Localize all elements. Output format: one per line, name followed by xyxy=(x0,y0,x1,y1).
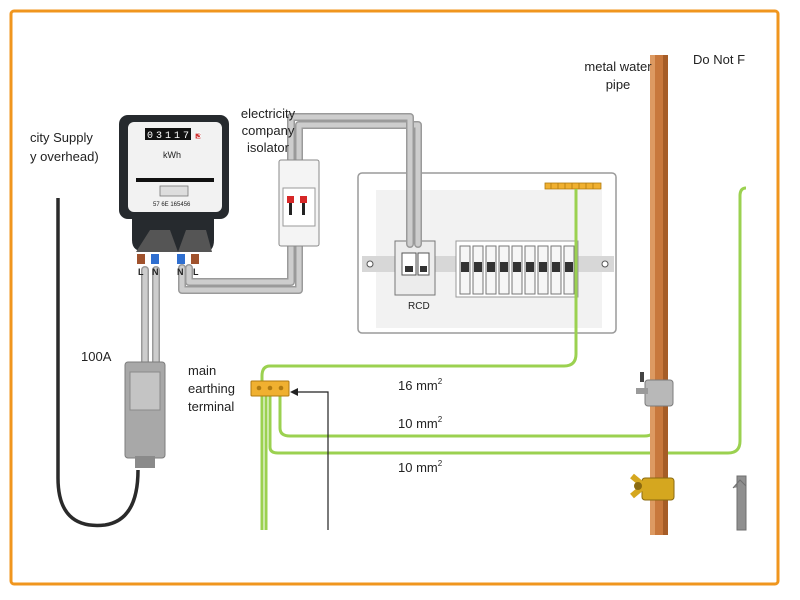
terminal-pointer-arrow xyxy=(290,388,329,530)
wire-size-16-value: 16 mm xyxy=(398,378,438,393)
earthing-label-line3: terminal xyxy=(188,399,234,414)
terminal-label-n2: N xyxy=(177,267,184,277)
meter-digit: 7 xyxy=(183,131,189,142)
wire-size-10a-sup: 2 xyxy=(438,415,443,424)
wire-size-16-sup: 2 xyxy=(438,377,443,386)
meter-digit: 1 xyxy=(174,131,180,142)
mcb-row xyxy=(455,240,579,298)
meter-digit-red: 3 xyxy=(196,131,201,141)
electricity-meter-icon: ■ xyxy=(119,115,229,264)
meter-reading: 0 3 1 1 7 3 xyxy=(147,131,201,142)
do-not-label: Do Not F xyxy=(693,52,745,67)
valve-handle-icon xyxy=(630,473,675,501)
wire-size-16: 16 mm2 xyxy=(398,377,443,393)
earthing-label-line2: earthing xyxy=(188,381,235,396)
meter-tails xyxy=(141,113,422,376)
earth-bar xyxy=(544,182,602,190)
meter-digit: 1 xyxy=(165,131,171,142)
isolator-label-line3: isolator xyxy=(247,140,290,155)
wire-size-10b-value: 10 mm xyxy=(398,460,438,475)
meter-serial: 57 6E 165456 xyxy=(153,202,191,208)
svg-text:■: ■ xyxy=(195,131,201,142)
wire-size-10a-value: 10 mm xyxy=(398,416,438,431)
meter-digit: 3 xyxy=(156,131,162,142)
water-pipe-icon xyxy=(650,55,668,535)
earth-wires xyxy=(260,186,747,530)
main-earthing-terminal xyxy=(250,380,290,397)
pipe-label-line1: metal water xyxy=(584,59,652,74)
earth-clamp-icon xyxy=(636,372,674,407)
earthing-label-line1: main xyxy=(188,363,216,378)
wire-size-10b-sup: 2 xyxy=(438,459,443,468)
service-cutout-fuse xyxy=(124,361,166,468)
terminal-label-l2: L xyxy=(193,267,199,277)
supply-label-line1: city Supply xyxy=(30,130,93,145)
wire-size-10a: 10 mm2 xyxy=(398,415,443,431)
isolator-label-line1: electricity xyxy=(241,106,296,121)
consumer-unit-icon xyxy=(357,172,617,334)
isolator-switch-icon xyxy=(278,159,320,247)
supply-cable xyxy=(56,198,140,528)
partial-fixture xyxy=(732,475,747,531)
supply-label-line2: y overhead) xyxy=(30,149,99,164)
terminal-label-l1: L xyxy=(138,267,144,277)
terminal-label-n1: N xyxy=(152,267,159,277)
rcd-label: RCD xyxy=(408,301,430,312)
meter-digit: 0 xyxy=(147,131,153,142)
fuse-rating-label: 100A xyxy=(81,349,112,364)
pipe-label-line2: pipe xyxy=(606,77,631,92)
isolator-label-line2: company xyxy=(242,123,295,138)
wire-size-10b: 10 mm2 xyxy=(398,459,443,475)
meter-unit: kWh xyxy=(163,150,181,160)
